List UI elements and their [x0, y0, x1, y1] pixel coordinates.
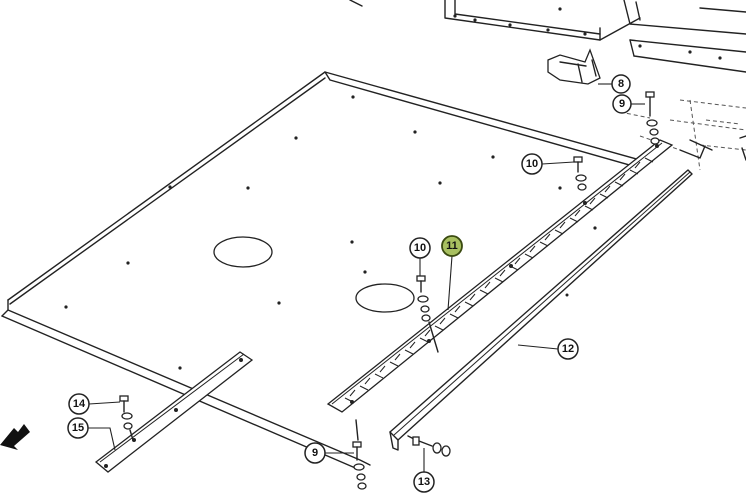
callout-label: 15: [72, 422, 84, 434]
side-rail-part-12: [389, 169, 693, 451]
bracket-part-8: [547, 48, 601, 85]
callout-label: 13: [418, 476, 430, 488]
callout-12[interactable]: 12: [517, 338, 579, 360]
callout-10-center[interactable]: 10: [409, 237, 431, 276]
upper-housing-assembly: [349, 0, 746, 73]
bolt-part-13: [407, 435, 451, 457]
bolt-part-9-top: [645, 91, 660, 145]
short-strip-part-15: [94, 351, 254, 473]
callout-13[interactable]: 13: [413, 448, 435, 493]
direction-arrow-icon: [0, 424, 30, 450]
dashed-mounting-assembly: [619, 99, 746, 171]
callout-label: 11: [446, 240, 458, 252]
callout-15[interactable]: 15: [67, 417, 116, 451]
callout-10-right[interactable]: 10: [521, 153, 575, 175]
bolt-part-9-bottom: [352, 419, 367, 490]
wear-strip-part-11: [326, 139, 674, 413]
bolt-part-14: [119, 395, 134, 441]
floor-plate: [1, 71, 641, 471]
callout-label: 8: [618, 78, 624, 90]
callout-label: 9: [619, 98, 625, 110]
bolt-part-10-center: [416, 275, 439, 353]
strip-perforations: [344, 157, 654, 403]
callout-14[interactable]: 14: [68, 393, 121, 415]
callout-label: 10: [414, 242, 426, 254]
callout-label: 9: [312, 447, 318, 459]
callout-9-bottom[interactable]: 9: [304, 442, 354, 464]
bolt-part-10-right: [573, 156, 587, 191]
callout-9-top[interactable]: 9: [612, 94, 645, 114]
callout-label: 12: [562, 343, 574, 355]
callout-label: 10: [526, 158, 538, 170]
callout-8[interactable]: 8: [598, 74, 631, 94]
callout-11[interactable]: 11: [441, 235, 463, 311]
callout-label: 14: [73, 398, 86, 410]
